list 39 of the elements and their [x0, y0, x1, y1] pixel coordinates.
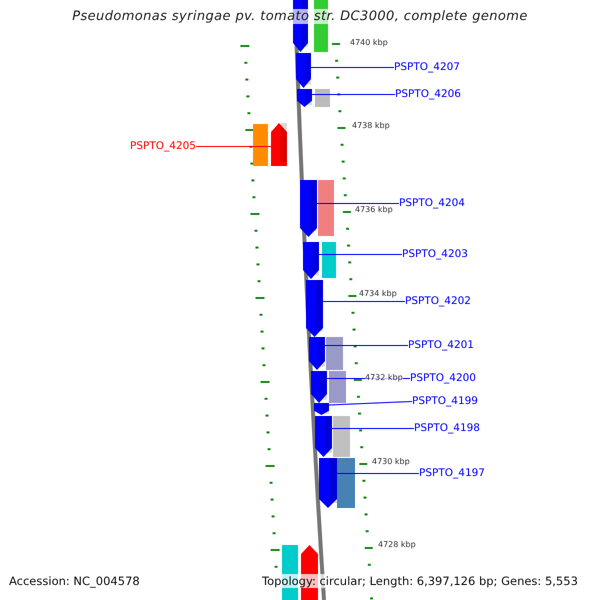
- leader-line: [310, 67, 394, 68]
- gene-label: PSPTO_4200: [410, 372, 476, 385]
- leader-line: [322, 301, 406, 302]
- gene-bar: [297, 89, 312, 107]
- scale-label: 4732 kbp: [365, 373, 403, 382]
- gene-bar: [271, 123, 287, 166]
- gene-label: PSPTO_4199: [412, 395, 478, 408]
- gene-bar: [306, 280, 323, 337]
- gene-bar: [300, 180, 317, 237]
- leader-line: [336, 473, 420, 474]
- gene-label: PSPTO_4202: [405, 295, 471, 308]
- genome-stats-text: Topology: circular; Length: 6,397,126 bp; Genes: 5,553: [262, 574, 578, 588]
- gene-bar: [319, 458, 337, 508]
- scale-label: 4728 kbp: [378, 540, 416, 549]
- gene-label: PSPTO_4204: [399, 197, 465, 210]
- gene-label: PSPTO_4201: [408, 339, 474, 352]
- scale-label: 4734 kbp: [359, 289, 397, 298]
- gene-label: PSPTO_4203: [402, 248, 468, 261]
- gene-label: PSPTO_4207: [394, 61, 460, 74]
- scale-label: 4736 kbp: [355, 205, 393, 214]
- gene-bar: [303, 242, 319, 279]
- gene-bar: [314, 403, 329, 415]
- leader-line: [316, 203, 400, 204]
- gene-bar: [296, 53, 311, 88]
- scale-label: 4738 kbp: [352, 121, 390, 130]
- gene-label: PSPTO_4198: [414, 422, 480, 435]
- leader-line: [328, 401, 412, 406]
- gene-bar: [309, 337, 325, 370]
- leader-line: [195, 146, 272, 147]
- leader-line: [312, 94, 396, 95]
- gene-label: PSPTO_4197: [419, 467, 485, 480]
- accession-text: Accession: NC_004578: [9, 574, 140, 588]
- scale-label: 4730 kbp: [372, 457, 410, 466]
- gene-label: PSPTO_4206: [395, 88, 461, 101]
- leader-line: [324, 345, 408, 346]
- scale-label: 4740 kbp: [350, 38, 388, 47]
- leader-line: [332, 428, 414, 429]
- leader-line: [318, 254, 402, 255]
- gene-label: PSPTO_4205: [130, 140, 196, 153]
